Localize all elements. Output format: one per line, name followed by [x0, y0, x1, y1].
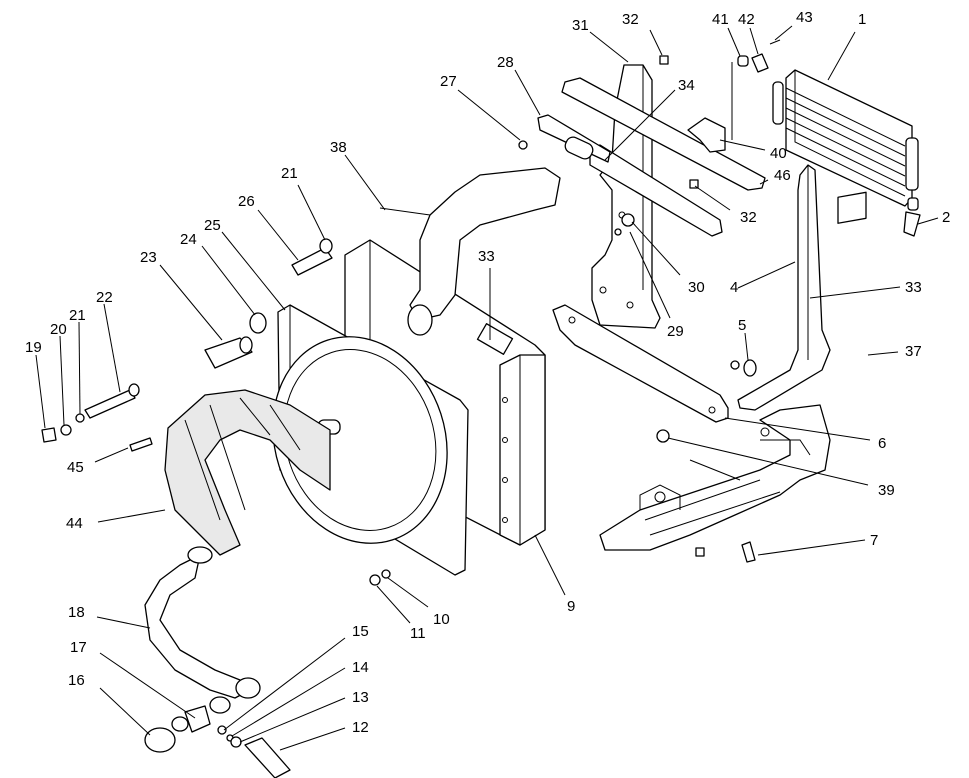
callout-44: 44	[66, 515, 83, 532]
callout-32a: 32	[622, 11, 639, 28]
callout-46: 46	[774, 167, 791, 184]
hose-clamp-24	[249, 312, 267, 334]
callout-13: 13	[352, 689, 369, 706]
drain-assembly-22	[41, 383, 140, 443]
callout-29: 29	[667, 323, 684, 340]
upper-hose-23	[204, 336, 253, 369]
callout-31: 31	[572, 17, 589, 34]
fan-guard-44	[164, 389, 331, 556]
callout-labels: 1 2 4 5 6 7 9 10 11 12 13 14 15 16 17 18…	[25, 9, 950, 736]
callout-25: 25	[204, 217, 221, 234]
callout-23: 23	[140, 249, 157, 266]
callout-6: 6	[878, 435, 886, 452]
fan-shroud-25	[272, 304, 469, 576]
callout-1: 1	[858, 11, 866, 28]
callout-7: 7	[870, 532, 878, 549]
hardware	[369, 55, 757, 586]
callout-11: 11	[410, 625, 426, 642]
leader-lines	[35, 25, 939, 751]
upper-crossbar-34	[561, 77, 766, 237]
callout-5: 5	[738, 317, 746, 334]
callout-21b: 21	[281, 165, 298, 182]
callout-4: 4	[730, 279, 738, 296]
callout-19: 19	[25, 339, 42, 356]
callout-22: 22	[96, 289, 113, 306]
callout-32b: 32	[740, 209, 757, 226]
bolt-45	[129, 437, 153, 452]
right-side-support-4	[737, 164, 867, 411]
callout-34: 34	[678, 77, 695, 94]
callout-41: 41	[712, 11, 729, 28]
callout-30: 30	[688, 279, 705, 296]
oil-cooler-1	[772, 69, 921, 237]
base-frame	[599, 404, 831, 551]
lower-fittings	[144, 696, 291, 778]
pipe-26	[291, 238, 333, 276]
callout-33b: 33	[905, 279, 922, 296]
callout-45: 45	[67, 459, 84, 476]
callout-28: 28	[497, 54, 514, 71]
callout-37: 37	[905, 343, 922, 360]
callout-38: 38	[330, 139, 347, 156]
callout-2: 2	[942, 209, 950, 226]
callout-10: 10	[433, 611, 450, 628]
callout-26: 26	[238, 193, 255, 210]
callout-40: 40	[770, 145, 787, 162]
callout-14: 14	[352, 659, 369, 676]
callout-9: 9	[567, 598, 575, 615]
callout-16: 16	[68, 672, 85, 689]
lower-hose-18	[144, 546, 261, 699]
callout-15: 15	[352, 623, 369, 640]
callout-20: 20	[50, 321, 67, 338]
callout-43: 43	[796, 9, 813, 26]
callout-17: 17	[70, 639, 87, 656]
callout-12: 12	[352, 719, 369, 736]
callout-21a: 21	[69, 307, 86, 324]
callout-18: 18	[68, 604, 85, 621]
callout-27: 27	[440, 73, 457, 90]
bracket-28	[537, 114, 611, 163]
callout-39: 39	[878, 482, 895, 499]
callout-24: 24	[180, 231, 197, 248]
air-duct-38	[379, 167, 561, 336]
callout-42: 42	[738, 11, 755, 28]
callout-33a: 33	[478, 248, 495, 265]
mount-bracket-40	[687, 39, 781, 153]
